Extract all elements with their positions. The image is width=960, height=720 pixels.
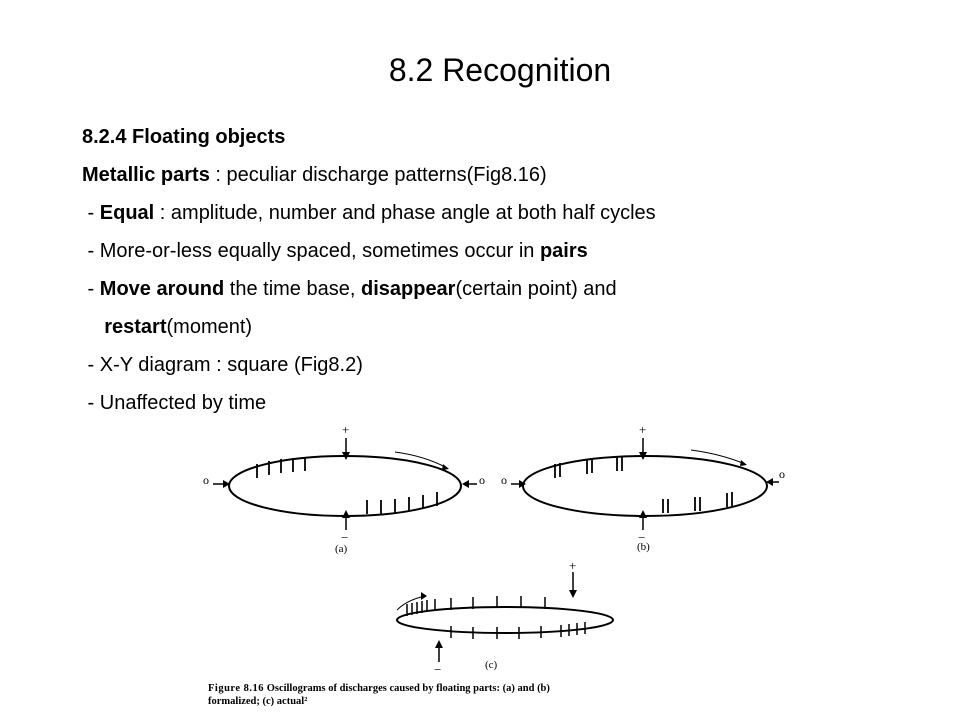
discharge-pulse-pairs-bottom bbox=[662, 492, 733, 513]
caption-label: Figure 8.16 bbox=[208, 683, 265, 694]
plus-sign: + bbox=[342, 422, 349, 437]
bullet-restart-term: restart bbox=[104, 316, 167, 338]
bullet-spacing-term: pairs bbox=[539, 240, 588, 262]
zero-marker-left: o bbox=[501, 473, 507, 487]
bullet-prefix: - bbox=[82, 202, 100, 224]
metallic-parts-term: Metallic parts bbox=[82, 164, 210, 186]
metallic-parts-desc: : peculiar discharge patterns(Fig8.16) bbox=[209, 164, 547, 186]
bullet-spacing-text: - More-or-less equally spaced, sometimes… bbox=[82, 240, 540, 262]
oscillogram-a: + − o o (a) bbox=[203, 422, 485, 555]
bullet-spacing: - More-or-less equally spaced, sometimes… bbox=[82, 232, 656, 270]
oscillogram-b: + − o o (b) bbox=[501, 422, 785, 553]
metallic-parts-line: Metallic parts : peculiar discharge patt… bbox=[82, 156, 656, 194]
bullet-move-mid: the time base, bbox=[224, 278, 361, 300]
discharge-pulses-top bbox=[256, 457, 306, 478]
discharge-pulse-pairs-top bbox=[554, 457, 623, 478]
bullet-prefix: - bbox=[82, 278, 100, 300]
minus-sign: − bbox=[434, 662, 441, 677]
discharge-pulses-bottom bbox=[450, 622, 586, 639]
discharge-pulses-bottom bbox=[366, 492, 438, 514]
subheading: 8.2.4 Floating objects bbox=[82, 126, 286, 148]
ellipse-trace bbox=[228, 455, 462, 517]
caption-line-1: Figure 8.16 Oscillograms of discharges c… bbox=[208, 682, 768, 695]
discharge-pulses-top bbox=[406, 596, 546, 616]
caption-line-2: formalized; (c) actual² bbox=[208, 696, 308, 707]
bullet-restart-desc: (moment) bbox=[166, 316, 253, 338]
bullet-disappear-term: disappear bbox=[360, 278, 456, 300]
label-c: (c) bbox=[485, 659, 498, 671]
plus-sign: + bbox=[569, 560, 576, 573]
ellipse-trace bbox=[396, 606, 614, 634]
bullet-move-rest: (certain point) and bbox=[455, 278, 617, 300]
figure-caption: Figure 8.16 Oscillograms of discharges c… bbox=[208, 682, 768, 708]
plus-sign: + bbox=[639, 422, 646, 437]
bullet-xy-diagram: - X-Y diagram : square (Fig8.2) bbox=[82, 354, 363, 376]
label-a: (a) bbox=[335, 543, 348, 555]
zero-marker-right: o bbox=[479, 473, 485, 487]
zero-marker-right: o bbox=[779, 467, 785, 481]
bullet-unaffected: - Unaffected by time bbox=[82, 392, 267, 414]
caption-text: Oscillograms of discharges caused by flo… bbox=[264, 683, 550, 694]
bullet-equal: - Equal : amplitude, number and phase an… bbox=[82, 194, 656, 232]
bullet-move: - Move around the time base, disappear(c… bbox=[82, 270, 656, 308]
slide-title: 8.2 Recognition bbox=[388, 52, 612, 88]
bullet-equal-term: Equal bbox=[99, 202, 155, 224]
minus-sign: − bbox=[638, 530, 645, 545]
minus-sign: − bbox=[341, 530, 348, 545]
bullet-move-term: Move around bbox=[99, 278, 225, 300]
oscillogram-c: + − (c) bbox=[396, 560, 614, 677]
slide-body: 8.2.4 Floating objects Metallic parts : … bbox=[82, 118, 656, 422]
zero-marker-left: o bbox=[203, 473, 209, 487]
indent bbox=[82, 316, 104, 338]
label-b: (b) bbox=[637, 541, 650, 553]
bullet-equal-desc: : amplitude, number and phase angle at b… bbox=[154, 202, 656, 224]
bullet-move-continued: restart(moment) bbox=[82, 308, 656, 346]
